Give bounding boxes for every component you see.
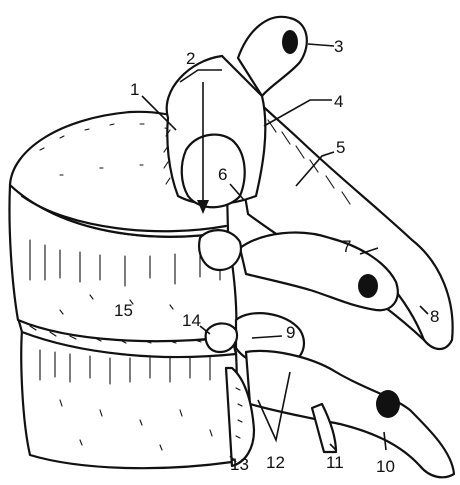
label-2: 2 bbox=[186, 49, 195, 68]
label-8: 8 bbox=[430, 307, 439, 326]
label-1: 1 bbox=[130, 80, 139, 99]
label-5: 5 bbox=[336, 138, 345, 157]
label-12: 12 bbox=[266, 453, 285, 472]
label-11: 11 bbox=[326, 453, 344, 472]
label-9: 9 bbox=[286, 323, 295, 342]
label-13: 13 bbox=[230, 455, 249, 474]
label-3: 3 bbox=[334, 37, 343, 56]
superior-articular-facet-mark bbox=[282, 30, 298, 54]
label-15: 15 bbox=[114, 301, 133, 320]
label-10: 10 bbox=[376, 457, 395, 476]
label-14: 14 bbox=[182, 311, 201, 330]
transverse-process-facet-mark bbox=[358, 274, 378, 298]
label-7: 7 bbox=[342, 237, 351, 256]
label-6: 6 bbox=[218, 165, 227, 184]
label-4: 4 bbox=[334, 92, 343, 111]
lower-facet-mark bbox=[376, 390, 400, 418]
